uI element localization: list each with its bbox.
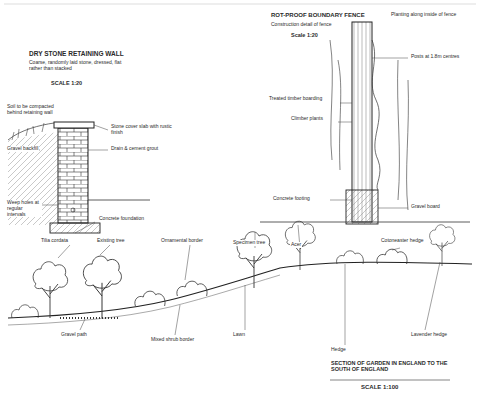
- annotation-label: Concrete foundation: [98, 216, 145, 222]
- annotation-label: Climber plants: [290, 116, 324, 122]
- annotation-label: Treated timber boarding: [268, 96, 323, 102]
- drawing-heading: SCALE 1:20: [50, 80, 83, 86]
- annotation-label: Gravel board: [410, 204, 441, 210]
- annotation-label: Gravel backfill: [6, 146, 39, 152]
- annotation-label: Coarse, randomly laid stone, dressed, fl…: [28, 60, 130, 72]
- annotation-label: Stone cover slab with rustic finish: [110, 124, 182, 136]
- annotation-label: Drain & cement grout: [110, 146, 159, 152]
- drawing-heading: SCALE 1:100: [360, 384, 399, 391]
- garden-section: [8, 221, 472, 380]
- annotation-label: Specimen tree: [232, 240, 266, 246]
- annotation-label: Concrete footing: [272, 196, 311, 202]
- drawing-heading: DRY STONE RETAINING WALL: [28, 50, 125, 57]
- annotation-label: Lawn: [232, 332, 246, 338]
- boundary-fence-section: [260, 22, 470, 224]
- annotation-label: Hedge: [330, 347, 347, 353]
- annotation-label: Cotoneaster hedge: [380, 238, 425, 244]
- annotation-label: Weep holes at regular intervals: [6, 200, 42, 217]
- annotation-label: Acer: [290, 242, 302, 248]
- drawing-heading: Scale 1:20: [290, 32, 319, 38]
- annotation-label: Lavender hedge: [410, 332, 448, 338]
- annotation-label: Existing tree: [96, 238, 126, 244]
- annotation-label: Mixed shrub border: [150, 337, 195, 343]
- annotation-label: Posts at 1.8m centres: [410, 54, 460, 60]
- annotation-label: Construction detail of fence: [270, 22, 333, 28]
- annotation-label: Soil to be compacted behind retaining wa…: [6, 104, 58, 116]
- annotation-label: Tilia cordata: [40, 238, 69, 244]
- annotation-label: Ornamental border: [160, 238, 204, 244]
- annotation-label: Gravel path: [60, 332, 88, 338]
- drawing-heading: ROT-PROOF BOUNDARY FENCE: [270, 12, 366, 19]
- annotation-label: Planting along inside of fence: [390, 12, 457, 18]
- drawing-heading: SECTION OF GARDEN IN ENGLAND TO THE SOUT…: [330, 360, 462, 373]
